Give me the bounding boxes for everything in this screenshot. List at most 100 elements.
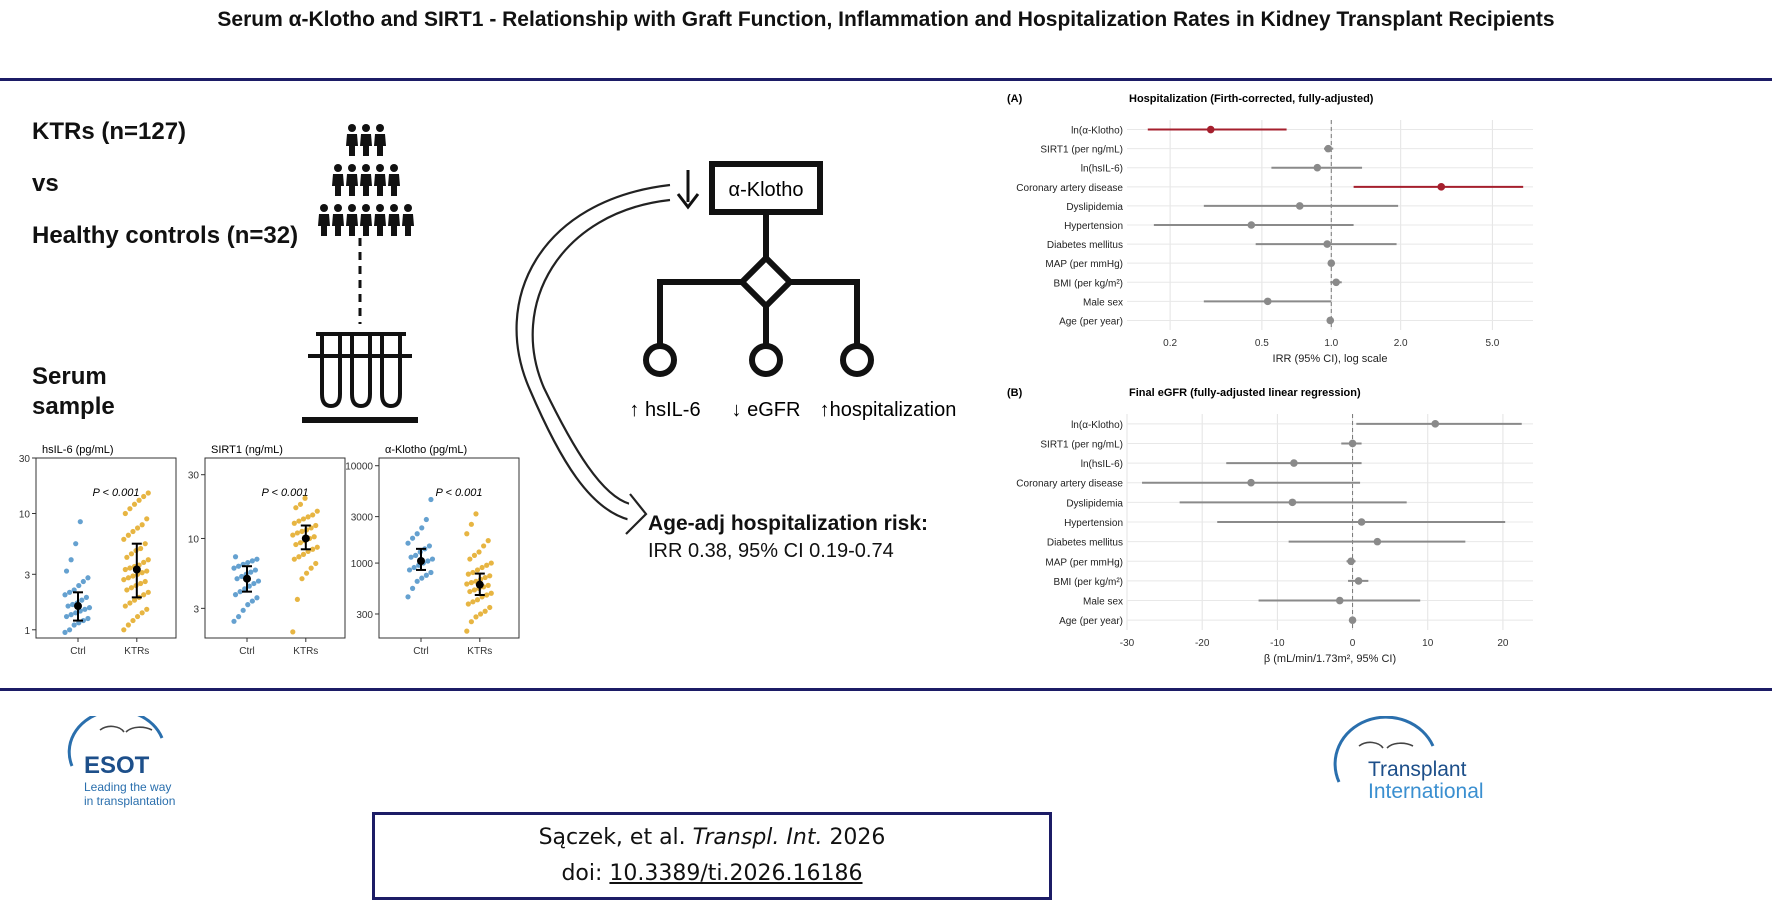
data-point [145, 490, 151, 496]
data-point [141, 559, 147, 565]
estimate-point [1348, 439, 1357, 448]
data-point [79, 597, 85, 603]
doi-prefix: doi: [561, 861, 603, 886]
data-point [303, 570, 310, 576]
x-tick-label: 5.0 [1485, 338, 1499, 349]
data-point [467, 588, 473, 595]
data-point [429, 556, 436, 562]
data-point [254, 595, 260, 601]
data-point [80, 617, 86, 624]
data-point [122, 510, 128, 517]
data-point [85, 575, 91, 581]
person-head [362, 124, 370, 132]
data-point [237, 589, 243, 595]
data-point [470, 599, 476, 605]
data-point [70, 601, 76, 608]
data-point [130, 617, 136, 624]
estimate-point [1335, 596, 1344, 605]
data-point [308, 565, 314, 571]
data-point [130, 528, 136, 535]
y-tick-label: 3000 [351, 513, 374, 524]
data-point [470, 569, 476, 576]
person-head [376, 164, 384, 172]
data-point [293, 541, 299, 548]
serum-label-1: Serum [32, 363, 107, 390]
x-tick-label: 0.5 [1255, 338, 1269, 349]
data-point [473, 614, 479, 620]
row-label: Diabetes mellitus [1047, 538, 1123, 549]
x-axis-label: IRR (95% CI), log scale [1273, 353, 1388, 365]
data-point [308, 525, 314, 531]
doi-link[interactable]: 10.3389/ti.2026.16186 [609, 861, 863, 886]
person-body [374, 134, 386, 156]
data-point [122, 566, 128, 573]
x-tick-label: -20 [1195, 638, 1210, 649]
y-tick-label: 10 [19, 509, 31, 520]
citation-box: Sączek, et al. Transpl. Int. 2026 doi: 1… [372, 812, 1052, 900]
data-point [482, 608, 488, 614]
transplant-international-logo-icon [1333, 716, 1435, 783]
x-tick-label: 2.0 [1394, 338, 1408, 349]
y-tick-label: 1000 [351, 559, 374, 570]
person-head [362, 164, 370, 172]
data-point [85, 615, 91, 622]
row-label: ln(hsIL-6) [1081, 164, 1123, 175]
person-head [348, 124, 356, 132]
data-point [124, 554, 130, 560]
top-divider [0, 78, 1772, 81]
y-tick-label: 30 [19, 454, 31, 465]
data-point [419, 575, 425, 581]
data-point [313, 522, 319, 529]
data-point [142, 541, 148, 547]
data-point [248, 569, 254, 575]
row-label: Hypertension [1064, 518, 1123, 529]
data-point [231, 565, 237, 571]
estimate-point [1313, 163, 1322, 172]
data-point [62, 629, 68, 635]
data-point [296, 518, 302, 524]
data-point [122, 603, 128, 609]
estimate-point [1431, 420, 1440, 428]
data-point [294, 596, 300, 603]
row-label: Coronary artery disease [1016, 479, 1123, 490]
data-point [481, 543, 487, 549]
person-head [334, 204, 342, 212]
serum-label-2: sample [32, 393, 115, 420]
ktrs-label: KTRs (n=127) [32, 118, 187, 145]
data-point [474, 567, 481, 573]
y-tick-label: 300 [356, 610, 373, 621]
data-point [121, 577, 127, 583]
data-point [139, 610, 145, 616]
data-point [234, 576, 240, 582]
data-point [141, 493, 147, 500]
person-body [346, 174, 358, 196]
data-point [71, 622, 77, 628]
person-head [348, 164, 356, 172]
page-title: Serum α-Klotho and SIRT1 - Relationship … [217, 8, 1555, 31]
person-head [348, 204, 356, 212]
x-tick-label: 0.2 [1163, 338, 1177, 349]
data-point [83, 594, 90, 600]
citation-authors: Sączek, et al. [538, 825, 686, 850]
data-point [468, 580, 474, 586]
journal-name-1: Transplant [1368, 758, 1467, 781]
data-point [235, 614, 242, 620]
estimate-point [1373, 537, 1382, 546]
data-point [138, 580, 144, 587]
row-label: Diabetes mellitus [1047, 240, 1123, 251]
data-point [232, 592, 239, 598]
data-point [414, 578, 420, 584]
data-point [82, 606, 88, 612]
vs-label: vs [32, 170, 59, 197]
data-point [488, 590, 494, 596]
data-point [63, 613, 70, 620]
risk-value: IRR 0.38, 95% CI 0.19-0.74 [648, 540, 894, 562]
data-point [127, 600, 133, 606]
median-point [132, 565, 141, 574]
data-point [479, 564, 485, 571]
data-point [487, 573, 493, 579]
data-point [294, 530, 300, 536]
y-tick-label: 3 [193, 604, 199, 615]
estimate-point [1263, 297, 1272, 306]
